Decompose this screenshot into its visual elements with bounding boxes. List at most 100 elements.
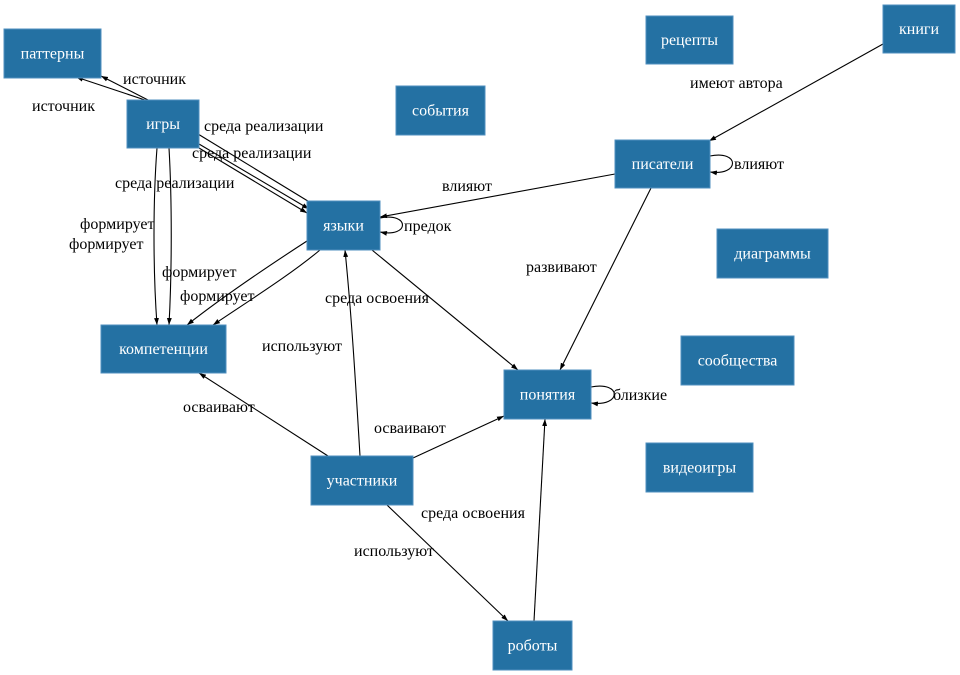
edge-participants-to-robots [386,504,509,622]
edge-label: влияют [442,178,492,195]
node-diagrams[interactable]: диаграммы [716,228,829,279]
edge-writers-to-writers [709,154,734,176]
edge-arrow [100,75,149,101]
edge-games-to-competencies [166,147,172,326]
edge-arrow [198,143,310,210]
edge-label: осваивают [374,420,446,437]
edge-arrow [412,415,505,459]
edge-label: среда освоения [325,290,430,307]
node-videogames[interactable]: видеоигры [645,442,754,493]
edge-label: осваивают [183,399,255,416]
node-box [716,228,829,279]
node-events[interactable]: события [395,85,486,136]
node-box [882,4,956,54]
node-box [645,15,734,65]
edge-label: используют [354,543,434,560]
edge-arrow [559,187,652,371]
edge-games-to-competencies [153,147,159,326]
edge-arrow [371,249,519,371]
node-label: компетенции [119,341,208,358]
node-label: книги [899,21,939,38]
edge-arrow [343,249,361,457]
edge-label: среда освоения [421,505,526,522]
edge-arrow [198,372,329,457]
edge-games-to-languages [197,133,317,207]
edge-label: развивают [526,259,597,276]
node-label: видеоигры [663,460,736,477]
node-label: роботы [508,638,558,655]
edge-arrow [75,76,146,101]
edge-arrow [386,504,509,622]
edge-label: формирует [80,216,154,233]
edge-label: формирует [162,264,236,281]
node-label: диаграммы [734,246,811,263]
node-label: игры [146,116,180,133]
edge-participants-to-languages [343,249,361,457]
edge-writers-to-languages [379,173,616,219]
edge-languages-to-competencies [186,240,308,326]
edge-participants-to-concepts [412,415,505,459]
node-box [492,620,573,671]
edge-label: используют [262,338,342,355]
node-box [3,28,102,79]
node-box [503,369,592,420]
node-participants[interactable]: участники [310,455,414,506]
node-label: понятия [520,387,576,404]
node-games[interactable]: игры [126,99,200,149]
edge-languages-to-languages [379,216,404,236]
edge-label: среда реализации [115,175,235,192]
edge-arrow [379,173,616,219]
edge-books-to-writers [708,43,884,142]
node-box [680,335,795,386]
edge-label: среда реализации [204,118,324,135]
node-label: участники [327,473,398,490]
edge-label: формирует [69,236,143,253]
edge-arrow [153,147,159,326]
node-books[interactable]: книги [882,4,956,54]
edge-label: источник [32,98,95,115]
edges-layer [75,43,884,622]
edge-arrow [709,154,734,176]
node-languages[interactable]: языки [306,200,381,251]
node-box [126,99,200,149]
edge-arrow [198,147,308,214]
node-writers[interactable]: писатели [614,139,711,189]
edge-label: среда реализации [192,145,312,162]
edge-games-to-languages [198,143,310,210]
edge-languages-to-concepts [371,249,519,371]
node-competencies[interactable]: компетенции [100,324,227,374]
edge-games-to-languages [198,147,308,214]
edge-arrow [186,240,308,326]
edge-arrow [212,249,321,326]
edge-concepts-to-concepts [590,385,615,407]
edge-writers-to-concepts [559,187,652,371]
edge-robots-to-concepts [533,418,548,622]
edge-games-to-patterns [100,75,149,101]
node-label: паттерны [21,46,85,63]
edge-participants-to-competencies [198,372,329,457]
node-box [100,324,227,374]
node-box [310,455,414,506]
edge-label: предок [404,218,452,235]
node-box [645,442,754,493]
edge-label: формирует [180,288,254,305]
node-label: писатели [632,156,694,173]
node-box [395,85,486,136]
node-concepts[interactable]: понятия [503,369,592,420]
edge-arrow [708,43,884,142]
edge-label: влияют [734,156,784,173]
node-label: события [412,103,470,120]
node-communities[interactable]: сообщества [680,335,795,386]
edge-label: источник [123,71,186,88]
node-recipes[interactable]: рецепты [645,15,734,65]
edge-languages-to-competencies [212,249,321,326]
node-box [614,139,711,189]
edge-labels-layer: источник источник среда реализации среда ре… [32,71,784,560]
node-label: языки [323,218,364,235]
node-robots[interactable]: роботы [492,620,573,671]
node-patterns[interactable]: паттерны [3,28,102,79]
node-label: сообщества [698,353,778,370]
edge-arrow [379,216,404,236]
edge-games-to-patterns [75,76,146,101]
